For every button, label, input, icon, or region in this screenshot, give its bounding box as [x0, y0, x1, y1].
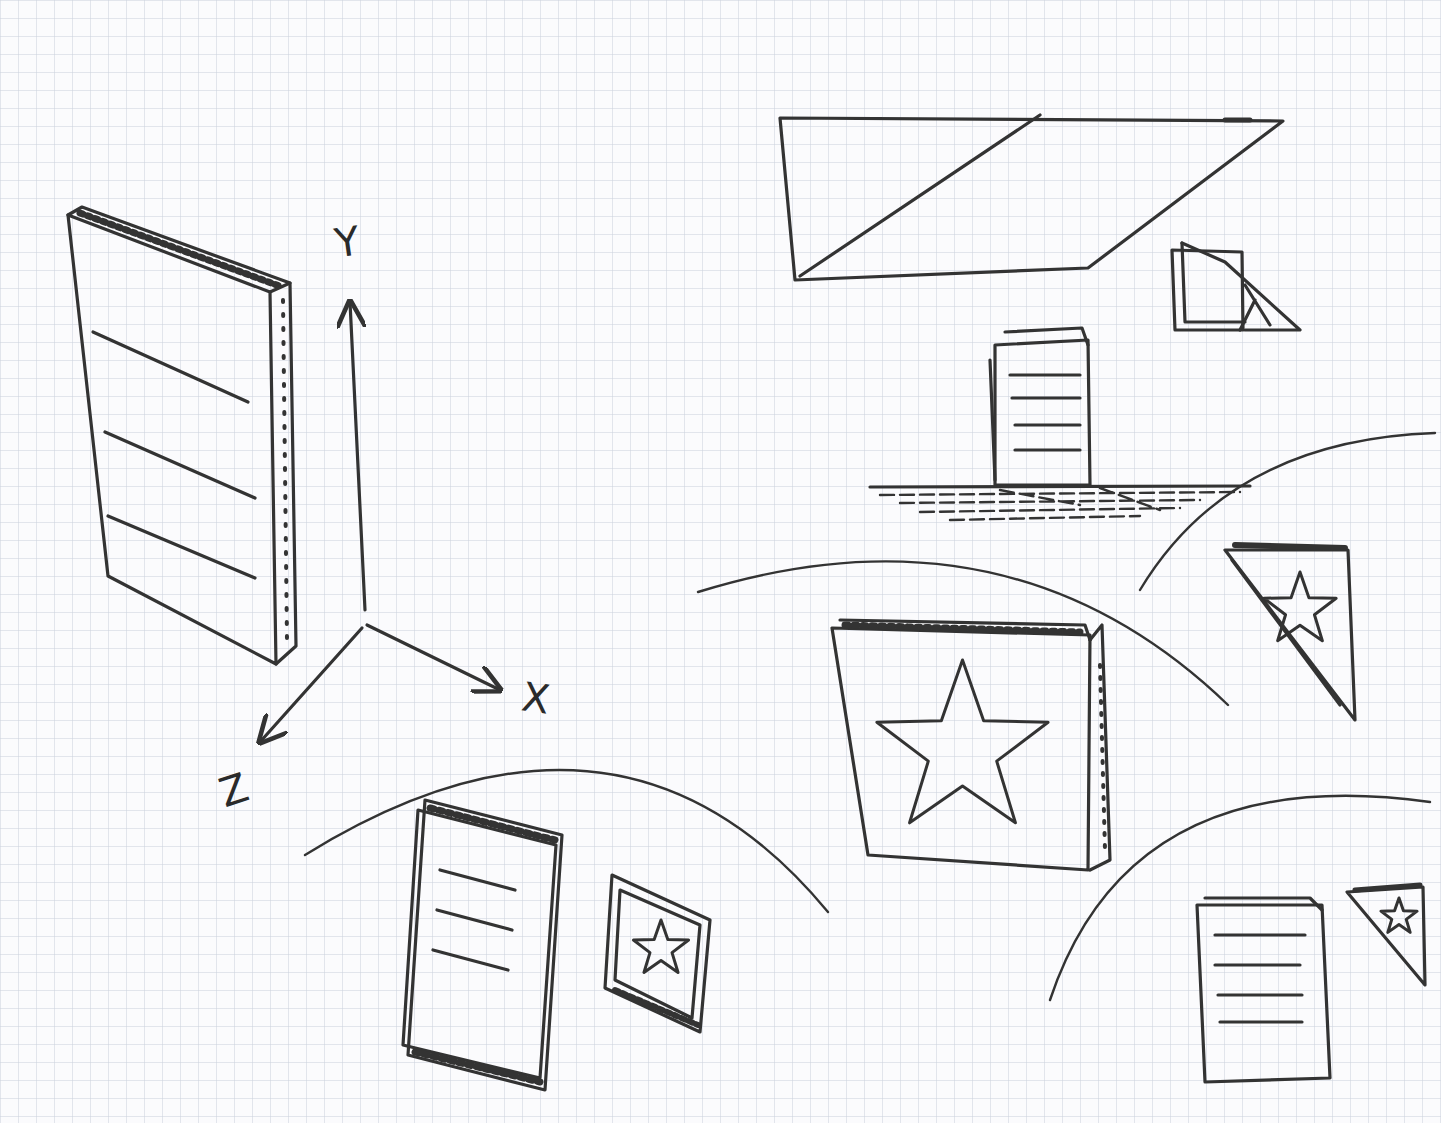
- document-slab: [68, 207, 296, 664]
- star-panel: [832, 620, 1110, 870]
- horizon-arc: [305, 770, 828, 912]
- tilted-document: [403, 800, 562, 1090]
- axes: [260, 302, 500, 742]
- star-triangle: [1225, 545, 1355, 720]
- small-star-panel: [605, 875, 710, 1032]
- small-cube: [1172, 243, 1300, 330]
- star-triangle: [1347, 885, 1425, 985]
- document-card: [1197, 898, 1330, 1082]
- horizon-arc: [1050, 796, 1430, 1000]
- floor-document: [870, 328, 1250, 520]
- axis-label: X: [519, 676, 552, 719]
- star-symbol: [633, 920, 688, 972]
- star-symbol: [1264, 572, 1336, 641]
- star-symbol: [877, 660, 1048, 823]
- horizon-arc: [1140, 433, 1435, 590]
- star-symbol: [1381, 898, 1417, 932]
- horizon-arc: [698, 561, 1228, 705]
